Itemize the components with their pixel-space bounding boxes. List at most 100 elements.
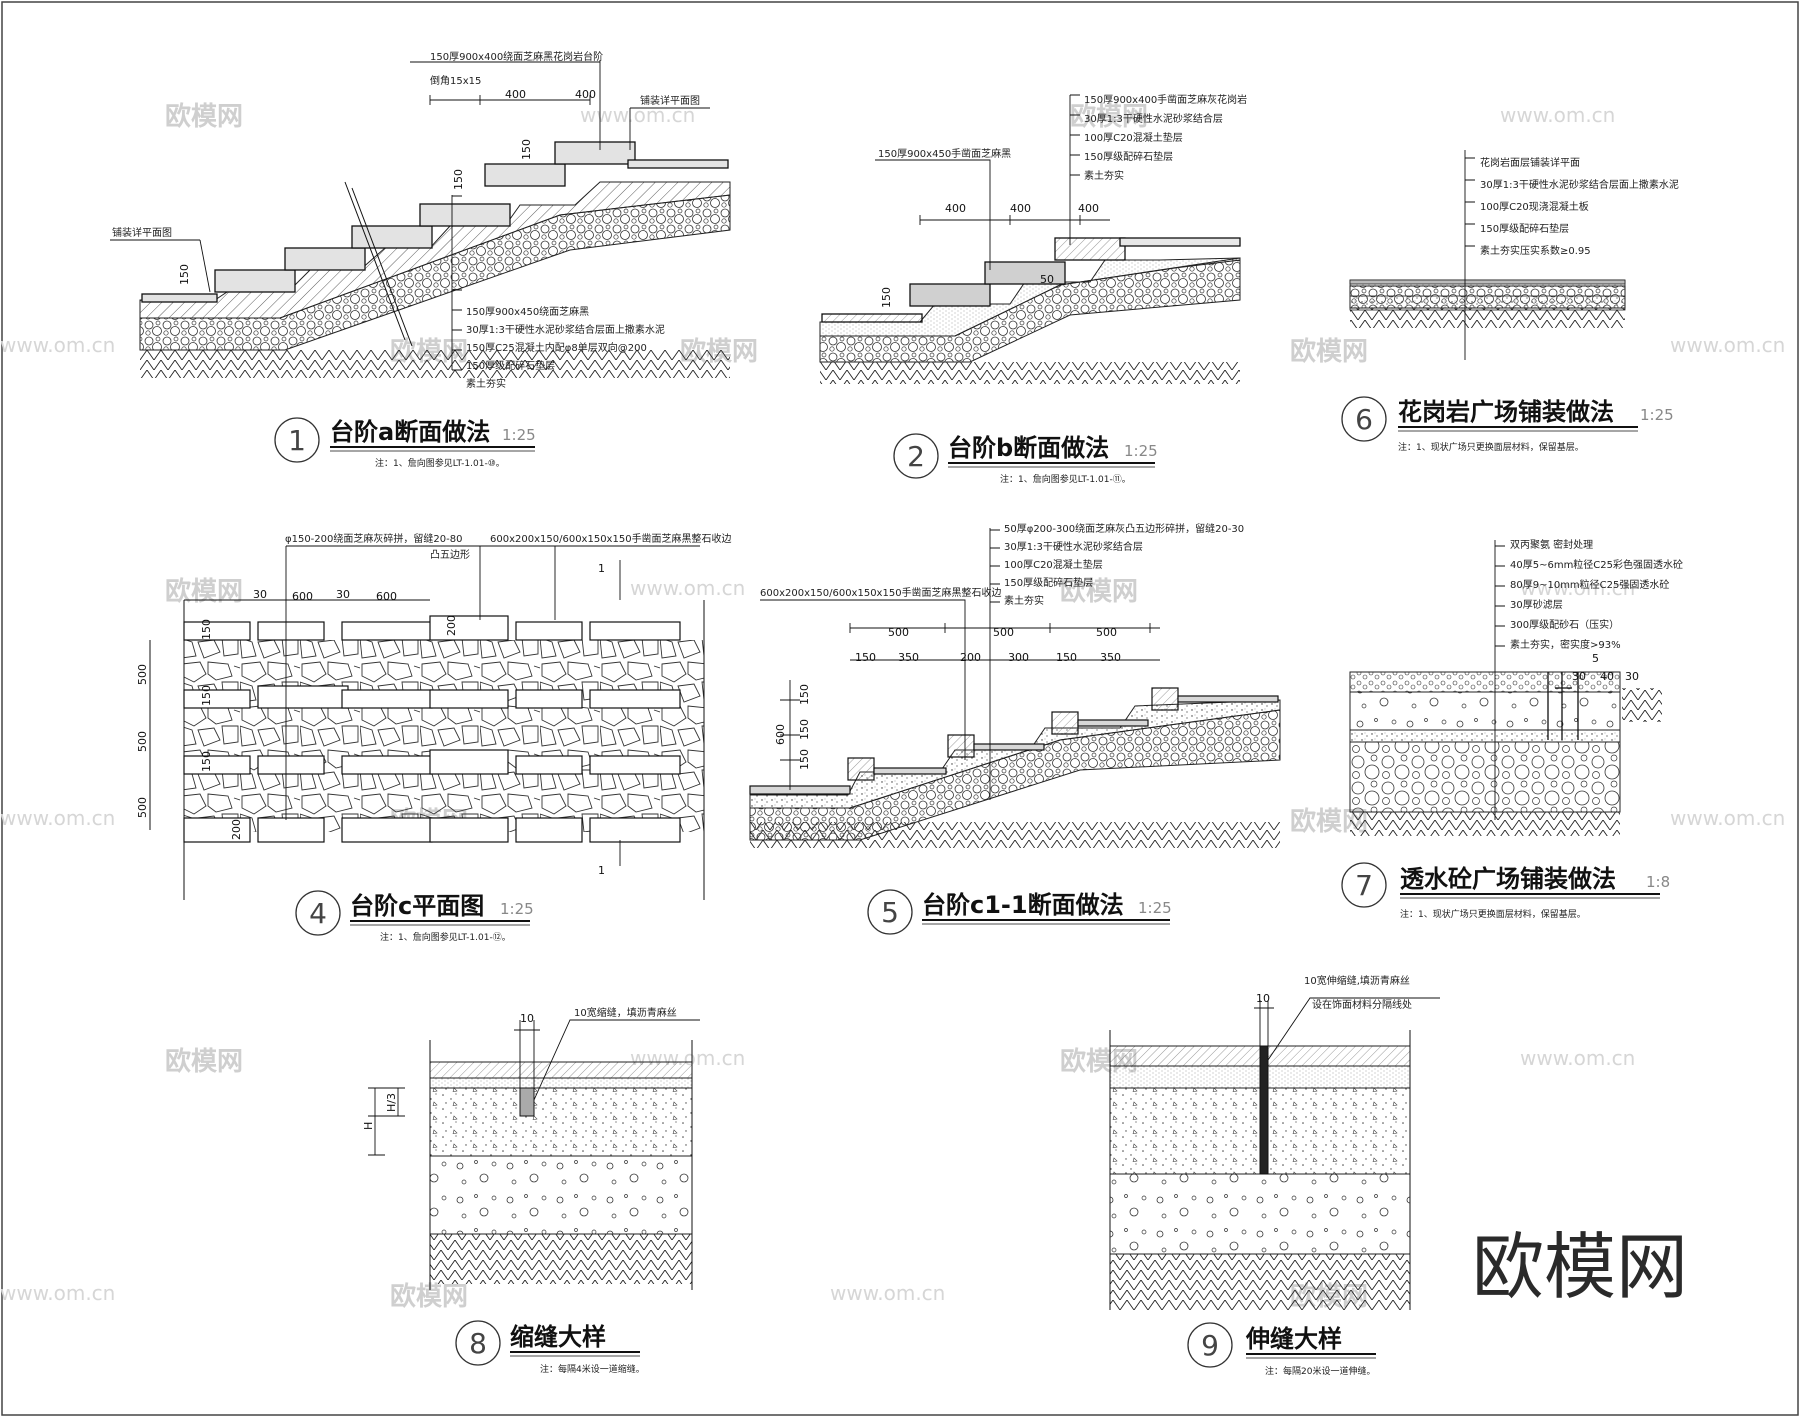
detail-note: 注：1、现状广场只更换面层材料，保留基层。: [1398, 441, 1584, 453]
watermark-brand: 欧模网: [1290, 336, 1368, 367]
layer-label: 双丙聚氨 密封处理: [1510, 538, 1593, 551]
section-edges: [429, 1040, 693, 1290]
curb-stone: [947, 734, 975, 758]
detail-number: 1: [288, 424, 306, 457]
detail-note: 注：每隔4米设一道缩缝。: [540, 1363, 645, 1375]
dim-500: 500: [136, 664, 149, 685]
watermark-url: www.om.cn: [1520, 576, 1635, 600]
detail-6-section: 花岗岩面层铺装详平面 30厚1:3干硬性水泥砂浆结合层面上撒素水泥 100厚C2…: [1341, 150, 1679, 453]
step: [214, 269, 296, 293]
layer-label: 30厚1:3干硬性水泥砂浆结合层: [1004, 540, 1143, 553]
soil-layer: [430, 1234, 692, 1284]
dimension-lines: [429, 60, 601, 150]
dim-150: 150: [798, 749, 811, 770]
watermark-brand: 欧模网: [165, 101, 243, 132]
detail-number-circle: [274, 417, 320, 463]
watermark-brand: 欧模网: [1060, 576, 1138, 607]
detail-scale: 1:8: [1646, 873, 1670, 891]
watermark-url: www.om.cn: [0, 333, 115, 357]
step: [284, 247, 366, 271]
dim-10: 10: [1256, 992, 1270, 1005]
dim-350: 350: [1100, 651, 1121, 664]
detail-number: 6: [1355, 403, 1373, 436]
watermark-brand: 欧模网: [165, 1046, 243, 1077]
crazy-paving-field: [184, 640, 704, 832]
dim-50: 50: [1040, 273, 1054, 286]
paving-slab: [749, 785, 851, 795]
detail-number-circle: [295, 890, 341, 936]
detail-scale: 1:25: [500, 900, 534, 918]
layer-label: 150厚级配碎石垫层: [1084, 150, 1173, 163]
layer-label: 50厚φ200-300绕面芝麻灰凸五边形碎拼，留缝20-30: [1004, 522, 1244, 535]
layer-leader: [1069, 94, 1080, 245]
dim-10: 10: [520, 1012, 534, 1025]
section-edges: [1109, 1030, 1411, 1310]
dim-500: 500: [1096, 626, 1117, 639]
section-mark-label: 1: [598, 562, 605, 575]
outline-lines: [149, 599, 705, 900]
layer-label: 素土夯实: [466, 377, 506, 390]
joint-leader: [533, 1019, 700, 1101]
dim-h3: H/3: [385, 1093, 398, 1112]
layer-label: 素土夯实压实系数≥0.95: [1480, 244, 1591, 257]
break-line: [344, 181, 413, 347]
layer-label: 100厚C20现浇混凝土板: [1480, 200, 1589, 213]
step: [554, 141, 636, 165]
dim-150: 150: [855, 651, 876, 664]
detail-number-circle: [1341, 396, 1387, 442]
layer-label: 150厚900x450绕面芝麻黑: [466, 305, 589, 318]
layer-label: 30厚1:3干硬性水泥砂浆结合层: [1084, 112, 1223, 125]
soil-layer: [1350, 812, 1620, 836]
dim-150: 150: [452, 169, 465, 190]
dim-150: 150: [178, 264, 191, 285]
dim-150: 150: [880, 287, 893, 308]
layer-label: 40厚5~6mm粒径C25彩色强固透水砼: [1510, 558, 1683, 571]
dim-200: 200: [960, 651, 981, 664]
watermark-url: www.om.cn: [1670, 333, 1785, 357]
watermark-brand: 欧模网: [1070, 101, 1148, 132]
detail-note: 注：1、詹向图参见LT-1.01-⑫。: [380, 931, 511, 943]
layer-leader: [1494, 540, 1505, 820]
joint-dimension: [1254, 1000, 1274, 1046]
soil-layer: [820, 362, 1240, 384]
layer-label: 素土夯实: [1004, 594, 1044, 607]
gravel-base: [429, 1155, 693, 1235]
dim-400: 400: [1010, 202, 1031, 215]
detail-9-section: 10宽伸缩缝,填沥青麻丝 设在饰面材料分隔线处 10 9 伸缝大样 注：每隔20…: [1109, 974, 1440, 1377]
corner-brand-watermark: 欧模网: [1472, 1225, 1688, 1309]
paving-slab: [141, 293, 218, 303]
dim-h: H: [362, 1122, 375, 1130]
detail-title: 缩缝大样: [510, 1323, 606, 1351]
detail-1-section: 150厚900x400绕面芝麻黑花岗岩台阶 倒角15x15 铺装详平面图 铺装详…: [110, 50, 731, 469]
dim-30: 30: [253, 588, 267, 601]
left-leader: [199, 239, 211, 293]
dim-150: 150: [798, 719, 811, 740]
step: [351, 225, 433, 249]
detail-7-section: 双丙聚氨 密封处理 40厚5~6mm粒径C25彩色强固透水砼 80厚9~10mm…: [1341, 538, 1683, 920]
granite-surface: [1349, 279, 1626, 285]
layer-label: 30厚1:3干硬性水泥砂浆结合层面上撒素水泥: [466, 323, 665, 336]
step: [984, 261, 1066, 285]
curb-stones: [183, 615, 681, 843]
dim-30: 30: [1625, 670, 1639, 683]
watermark-url: www.om.cn: [0, 806, 115, 830]
mortar-layer: [429, 1077, 693, 1089]
dim-500: 500: [993, 626, 1014, 639]
permeable-concrete-base: [1349, 691, 1621, 731]
watermark-url: www.om.cn: [0, 1281, 115, 1305]
adjacent-soil: [1622, 688, 1662, 722]
watermark-url: www.om.cn: [1520, 1046, 1635, 1070]
dim-150: 150: [200, 751, 213, 772]
layer-label: 30厚1:3干硬性水泥砂浆结合层面上撒素水泥: [1480, 178, 1679, 191]
detail-number-circle: [1187, 1322, 1233, 1368]
joint-label: 10宽伸缩缝,填沥青麻丝: [1304, 974, 1410, 987]
dim-600: 600: [774, 724, 787, 745]
dim-400: 400: [945, 202, 966, 215]
dim-350: 350: [898, 651, 919, 664]
granite-steps: [749, 687, 1279, 795]
detail-number: 5: [881, 896, 899, 929]
plan-ref-label: 铺装详平面图: [640, 94, 700, 107]
detail-note: 注：1、詹向图参见LT-1.01-⑪。: [1000, 473, 1131, 485]
